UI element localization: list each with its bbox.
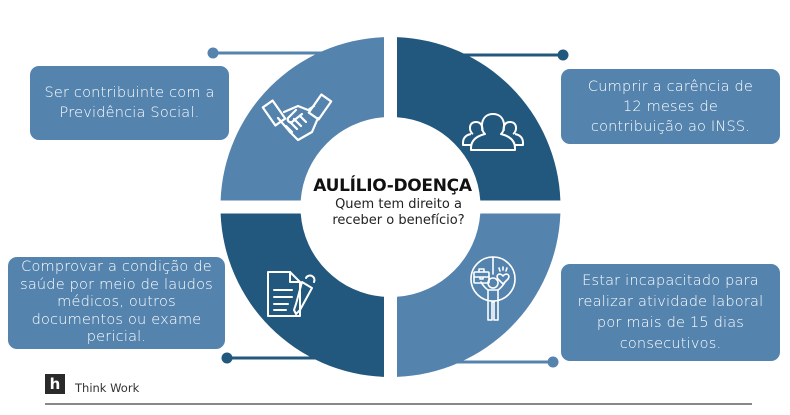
connector-top-right — [450, 49, 569, 61]
brand-name: Think Work — [75, 381, 140, 395]
diagram-subtitle-text: Quem tem direito a receber o benefício? — [332, 197, 465, 228]
requirement-text: Comprovar a condição de saúde por meio d… — [20, 259, 213, 346]
connector-bottom-right — [450, 356, 559, 368]
footer-divider — [45, 403, 752, 405]
requirement-text: Cumprir a carência de 12 meses de contri… — [587, 78, 754, 135]
requirement-text: Ser contribuinte com a Previdência Socia… — [44, 85, 215, 121]
quadrant-bottom-left — [220, 213, 384, 377]
quadrant-top-right — [397, 37, 561, 201]
requirement-box-carencia: Cumprir a carência de 12 meses de contri… — [561, 69, 780, 144]
handshake-icon — [261, 93, 333, 142]
requirement-box-comprovar-saude: Comprovar a condição de saúde por meio d… — [8, 257, 225, 349]
diagram-title: AULÍLIO-DOENÇA — [313, 176, 472, 196]
diagram-subtitle: Quem tem direito a receber o benefício? — [300, 197, 485, 229]
requirement-box-incapacitado: Estar incapacitado para realizar ativida… — [561, 264, 780, 361]
work-life-balance-icon — [470, 256, 516, 321]
center-label: AULÍLIO-DOENÇA Quem tem direito a recebe… — [300, 176, 485, 229]
requirement-box-contribuinte: Ser contribuinte com a Previdência Socia… — [30, 66, 229, 140]
brand-logo-icon: h — [45, 374, 65, 394]
connector-top-left — [207, 47, 330, 59]
requirement-text: Estar incapacitado para realizar ativida… — [577, 272, 764, 352]
people-group-icon — [462, 113, 524, 151]
document-pen-icon — [267, 271, 316, 317]
